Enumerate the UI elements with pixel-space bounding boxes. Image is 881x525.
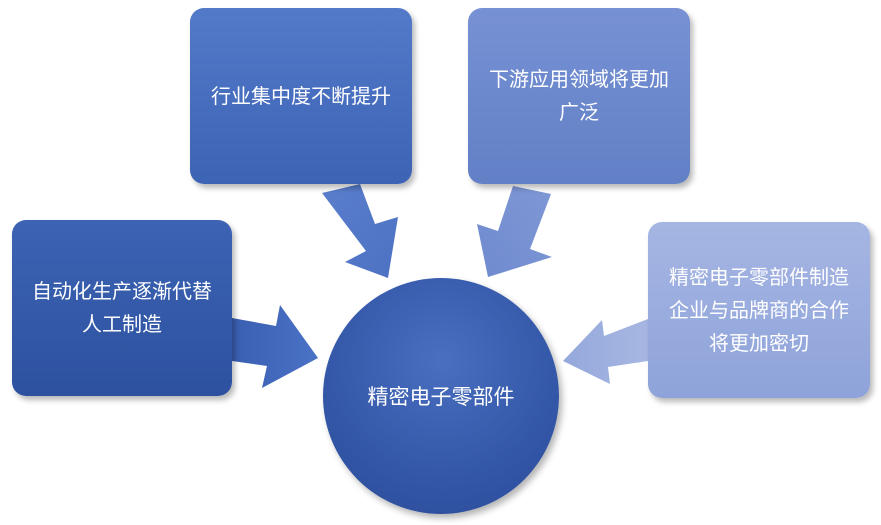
node-automation-line-1: 自动化生产逐渐代替 [32,279,212,303]
node-brand-cooperation: 精密电子零部件制造 企业与品牌商的合作 将更加密切 [648,222,870,398]
node-industry-concentration-line-1: 行业集中度不断提升 [211,83,391,108]
node-industry-concentration: 行业集中度不断提升 [190,8,412,184]
node-automation-line-2: 人工制造 [82,312,162,336]
node-brand-cooperation-line-1: 精密电子零部件制造 [669,264,849,289]
node-downstream-applications-line-2: 广泛 [559,100,599,124]
node-automation: 自动化生产逐渐代替 人工制造 [12,220,232,396]
node-downstream-applications-line-1: 下游应用领域将更加 [489,67,669,91]
center-node: 精密电子零部件 [323,278,559,514]
node-downstream-applications: 下游应用领域将更加 广泛 [468,8,690,184]
arrow-left [232,305,318,388]
node-brand-cooperation-line-3: 将更加密切 [709,330,809,355]
arrow-top-left [322,184,398,278]
arrow-top-right [477,186,552,277]
center-node-label: 精密电子零部件 [367,385,515,409]
node-brand-cooperation-line-2: 企业与品牌商的合作 [669,297,849,322]
arrow-right [563,319,648,384]
